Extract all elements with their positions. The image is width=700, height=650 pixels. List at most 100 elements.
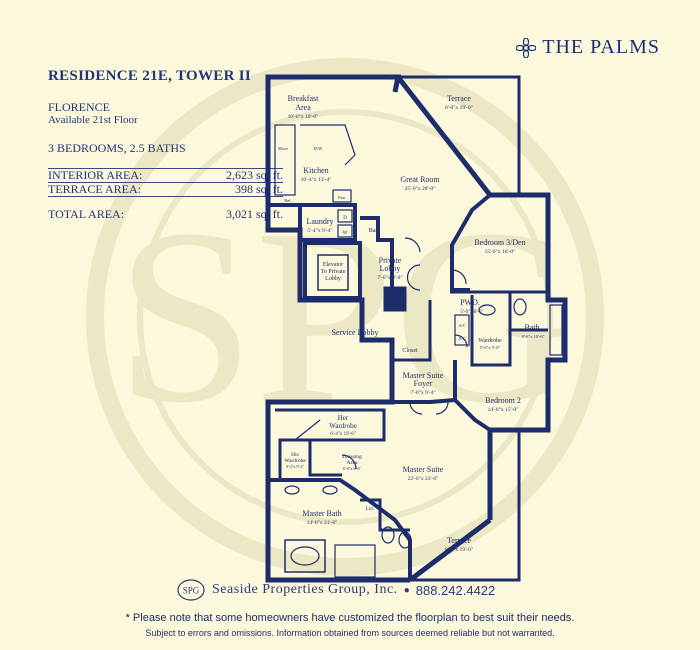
elevator-shaft xyxy=(303,241,362,300)
shower xyxy=(334,544,376,578)
breakfast-label: Breakfast xyxy=(288,94,319,103)
terrace-top-label: Terrace xyxy=(447,94,471,103)
diagonal-wall-bottom xyxy=(408,518,492,582)
residence-availability: Available 21st Floor xyxy=(48,114,138,126)
kitchen-counter xyxy=(274,124,296,196)
his-wardrobe-label-2: Wardrobe xyxy=(284,458,306,464)
kitchen-wall xyxy=(268,203,302,230)
private-lobby-dim: 7'-0"x 9'-0" xyxy=(377,275,402,281)
east-wall xyxy=(487,192,568,520)
residence-rooms: 3 BEDROOMS, 2.5 BATHS xyxy=(48,141,186,155)
dressing-label-2: Area xyxy=(347,460,358,466)
master-tub xyxy=(284,539,326,573)
her-wardrobe-dim: 6'-4"x 19'-6" xyxy=(330,432,355,437)
divider xyxy=(48,182,283,183)
closet-wall xyxy=(390,300,432,362)
diagonal-wall xyxy=(396,75,492,197)
master-tub-basin xyxy=(290,546,320,566)
bedroom2-dim: 14'-0"x 15'-0" xyxy=(488,407,519,413)
ac-label-2: A/C xyxy=(458,336,466,341)
separator-dot: ● xyxy=(403,584,410,596)
terrace-area-row: TERRACE AREA: 398 sq. ft. xyxy=(48,183,283,196)
foyer-label-2: Foyer xyxy=(414,379,433,388)
company-name: Seaside Properties Group, Inc. xyxy=(212,582,398,597)
interior-area-label: INTERIOR AREA: xyxy=(48,168,143,182)
door-swing xyxy=(406,264,421,291)
bedroom2-label: Bedroom 2 xyxy=(485,396,521,405)
door-swing xyxy=(454,334,468,348)
terrace-bottom-railing xyxy=(410,430,521,582)
his-wardrobe-wall xyxy=(308,440,342,477)
divider xyxy=(48,196,283,197)
service-lobby-label: Service Lobby xyxy=(332,328,379,337)
laundry-dim: 5'-4"x 9'-4" xyxy=(307,228,332,234)
terrace-bottom-label: Terrace xyxy=(447,536,471,545)
kitchen-dim: 10'-4"x 13'-4" xyxy=(301,177,332,183)
sink xyxy=(322,485,338,495)
bath-label: Bath xyxy=(524,323,539,332)
door-swing xyxy=(404,237,421,253)
private-lobby-wall xyxy=(360,216,394,290)
master-bath-dim: 14'-0"x 21'-8" xyxy=(307,520,338,526)
elevator-label-2: To Private xyxy=(321,269,346,275)
brand-logo: THE PALMS xyxy=(516,36,660,59)
dressing-dim: 6'-0"x 6'-6" xyxy=(343,466,362,471)
door-swing xyxy=(451,269,467,285)
spg-logo: SPG xyxy=(177,579,205,601)
toilet xyxy=(513,298,527,316)
dressing-label: Dressing xyxy=(342,454,362,460)
pwd-dim: 5'-0"x 8'-6" xyxy=(461,310,484,315)
door-swing xyxy=(294,419,321,441)
private-lobby-label: Private xyxy=(379,256,402,265)
door-swing xyxy=(341,454,357,470)
laundry-wall xyxy=(300,203,357,242)
wardrobe-label: Wardrobe xyxy=(478,338,502,344)
washer xyxy=(337,224,353,238)
bedroom2-wall xyxy=(453,398,492,432)
bedroom3-dim: 15'-0"x 16'-0" xyxy=(485,249,516,255)
kitchen-label: Kitchen xyxy=(303,166,328,175)
sink xyxy=(478,304,496,316)
bedroom3-wall xyxy=(450,193,492,292)
residence-title: RESIDENCE 21E, TOWER II xyxy=(48,68,252,84)
her-wardrobe-label: Her xyxy=(338,414,349,422)
elevator-label: Elevator xyxy=(323,262,343,268)
master-suite-dim: 22'-0"x 23'-0" xyxy=(408,476,439,482)
double-door-swing xyxy=(409,401,449,415)
master-bath-label: Master Bath xyxy=(302,509,341,518)
total-area-label: TOTAL AREA: xyxy=(48,207,125,221)
dryer xyxy=(337,209,353,223)
her-wardrobe-label-2: Wardrobe xyxy=(329,422,356,430)
bar-label: Bar xyxy=(369,228,378,234)
great-room-dim: 25'-0"x 28'-0" xyxy=(405,186,436,192)
bath-dim: 8'-6"x 10'-6" xyxy=(522,334,545,339)
foyer-dim: 7'-0"x 9'-4" xyxy=(410,390,435,396)
brand-name: THE PALMS xyxy=(542,36,660,58)
ac-unit xyxy=(454,314,470,346)
dryer-label: D xyxy=(343,216,347,221)
foyer-wall xyxy=(392,360,457,404)
company-info: SPG Seaside Properties Group, Inc. ● 888… xyxy=(176,578,495,602)
dw-label: D/W xyxy=(314,146,324,151)
bidet xyxy=(398,531,412,549)
customization-note: * Please note that some homeowners have … xyxy=(125,612,575,624)
toilet-room xyxy=(360,498,410,532)
elevator-car xyxy=(317,254,349,291)
breakfast-dim: 10'-0"x 10'-0" xyxy=(288,114,319,120)
company-phone[interactable]: 888.242.4422 xyxy=(415,582,496,598)
closet-label: Closet xyxy=(402,348,418,354)
his-wardrobe-dim: 9'-4"x 9'-4" xyxy=(286,464,305,469)
bedroom3-label: Bedroom 3/Den xyxy=(474,238,525,247)
master-bath-wall xyxy=(268,478,412,580)
washer-label: W xyxy=(343,231,348,236)
outer-wall-top xyxy=(302,74,402,93)
micro-label: Micro xyxy=(278,146,288,151)
pantry-label: Pan. xyxy=(338,195,346,200)
great-room-label: Great Room xyxy=(400,175,440,184)
terrace-top-dim: 8'-0"x 19'-0" xyxy=(445,105,473,111)
pwd-label: PWD. xyxy=(460,298,480,307)
master-suite-label: Master Suite xyxy=(403,465,444,474)
terrace-area-value: 398 sq. ft. xyxy=(235,182,283,196)
elevator-label-3: Lobby xyxy=(325,276,341,282)
